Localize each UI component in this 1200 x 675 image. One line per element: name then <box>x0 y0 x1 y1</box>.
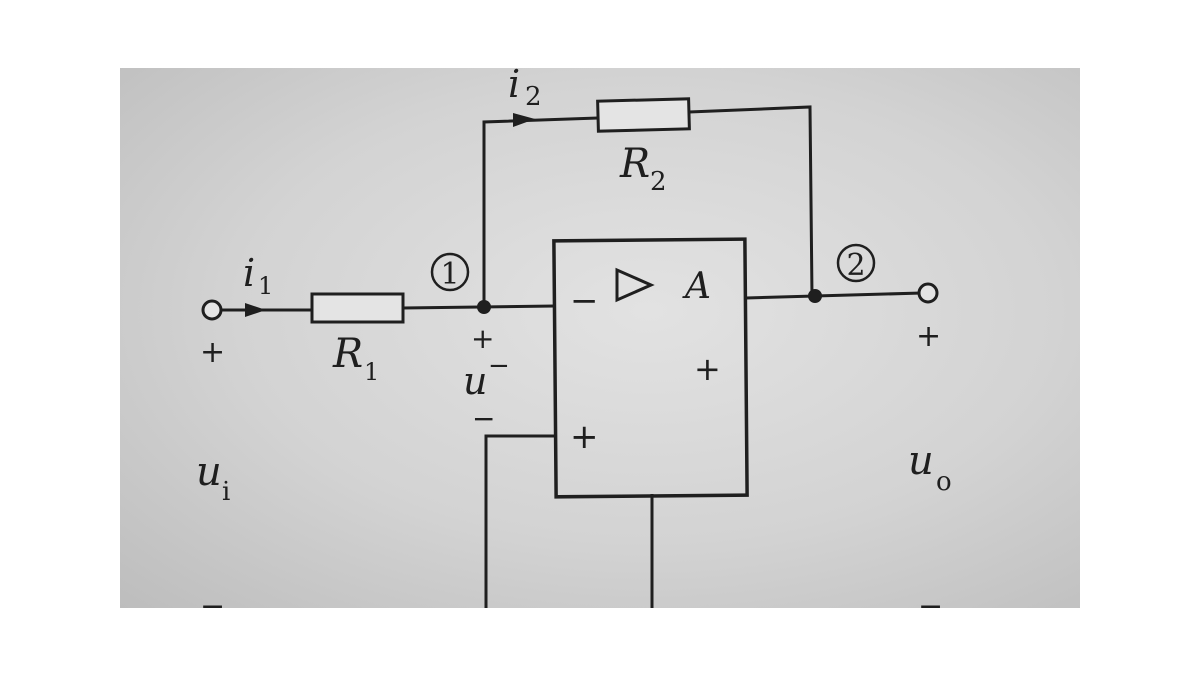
wire-ground-noninverting <box>484 434 555 608</box>
label-u-minus-superscript: − <box>488 351 510 381</box>
label-uo: u <box>908 438 934 484</box>
node-1-circle <box>430 252 470 292</box>
sign-output-terminal-plus: + <box>916 319 941 354</box>
sign-input-plus: + <box>200 335 225 370</box>
opamp-body <box>552 237 749 499</box>
label-i2: i <box>508 62 520 106</box>
junction-node-2 <box>808 289 822 303</box>
sign-u-minus-minus: − <box>472 402 495 435</box>
sign-noninverting-input: + <box>570 417 599 457</box>
arrow-i2-icon <box>513 113 535 127</box>
label-i1: i <box>243 251 255 295</box>
output-terminal <box>917 282 939 304</box>
node-1-label: 1 <box>440 257 459 292</box>
input-terminal <box>201 299 223 321</box>
sign-u-minus-plus: + <box>471 322 494 355</box>
wire-output <box>745 291 923 300</box>
label-i2-subscript: 2 <box>525 82 542 112</box>
label-r1: R <box>332 331 363 377</box>
resistor-r1 <box>310 292 405 324</box>
label-r2: R <box>619 141 650 187</box>
junction-node-1 <box>477 300 491 314</box>
node-2-label: 2 <box>846 248 865 283</box>
sign-output-terminal-minus: − <box>918 589 943 624</box>
label-ui-subscript: i <box>222 477 230 507</box>
photo-background <box>120 68 1080 608</box>
label-ui: u <box>196 449 222 495</box>
label-amp: A <box>682 266 711 307</box>
arrow-i1-icon <box>245 303 266 317</box>
wire-feedback-left <box>482 116 599 306</box>
label-i1-subscript: 1 <box>258 272 273 300</box>
sign-input-minus: − <box>200 589 225 624</box>
sign-inverting-input: − <box>570 281 599 321</box>
wire-feedback-right <box>688 105 814 297</box>
label-u-minus: u <box>463 359 487 403</box>
resistor-r2 <box>596 97 691 133</box>
label-r2-subscript: 2 <box>650 167 667 197</box>
node-2-circle <box>836 243 876 283</box>
opamp-triangle-icon <box>615 267 655 303</box>
sign-output-plus: + <box>694 350 721 388</box>
label-uo-subscript: o <box>936 467 952 497</box>
label-r1-subscript: 1 <box>364 358 379 386</box>
